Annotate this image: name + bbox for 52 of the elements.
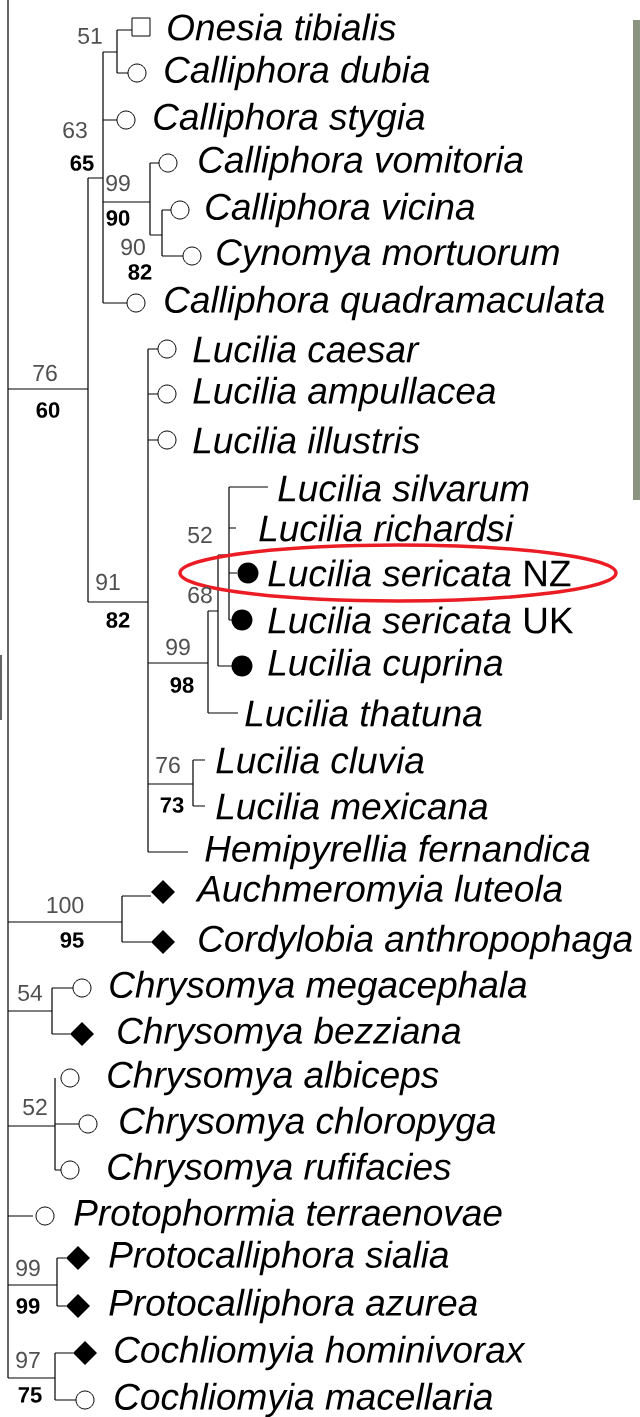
support-value: 90 [121, 238, 145, 256]
support-value: 100 [47, 896, 84, 914]
taxon-label: Cynomya mortuorum [217, 239, 559, 273]
support-value: 82 [128, 264, 152, 280]
taxon-label: Chrysomya albiceps [108, 1060, 439, 1096]
support-value: 99 [16, 1259, 40, 1277]
taxon-label: Chrysomya megacephala [110, 970, 527, 1006]
taxon-label: Onesia tibialis [168, 13, 396, 41]
taxon-label: Lucilia silvarum [278, 474, 529, 502]
taxon-label: Chrysomya bezziana [118, 1016, 461, 1052]
support-value: 54 [18, 985, 43, 1002]
taxon-label: Lucilia caesar [193, 335, 420, 363]
taxon-label: Protophormia terraenovae [74, 1198, 502, 1234]
taxon-label: Lucilia mexicana [216, 792, 488, 820]
support-value: 75 [18, 1387, 42, 1403]
taxon-label: Calliphora dubia [165, 55, 430, 91]
taxon-label: Cochliomyia macellaria [115, 1382, 493, 1417]
taxon-label: Calliphora quadramaculata [165, 285, 604, 321]
taxon-label: Lucilia cuprina [268, 648, 503, 684]
support-value: 99 [106, 174, 130, 192]
taxon-label: Auchmeromyia luteola [195, 874, 562, 910]
support-value: 68 [188, 586, 212, 604]
support-value: 82 [106, 612, 130, 628]
support-value: 51 [78, 28, 102, 45]
taxon-label: Calliphora stygia [154, 102, 425, 138]
taxon-label: Chrysomya chloropyga [120, 1106, 496, 1142]
taxon-label: Protocalliphora sialia [109, 1240, 449, 1276]
support-value: 98 [170, 677, 194, 693]
taxon-label: Cochliomyia hominivorax [115, 1335, 526, 1371]
taxon-label: Hemipyrellia fernandica [205, 834, 590, 870]
taxon-label: Calliphora vicina [206, 192, 475, 228]
support-value: 63 [63, 121, 87, 139]
taxon-label: Lucilia thatuna [245, 699, 482, 727]
support-value: 91 [96, 573, 120, 591]
support-value: 76 [33, 364, 57, 382]
taxon-label: Chrysomya rufifacies [108, 1152, 451, 1188]
support-value: 52 [23, 1098, 47, 1116]
taxon-label: Lucilia illustris [193, 426, 420, 454]
support-value: 65 [70, 155, 94, 171]
support-value: 73 [160, 797, 184, 813]
support-value: 99 [166, 638, 190, 656]
support-value: 90 [106, 210, 130, 226]
support-value: 76 [156, 756, 180, 774]
support-value: 95 [60, 932, 84, 948]
support-value: 97 [16, 1351, 40, 1369]
support-value: 99 [16, 1298, 40, 1314]
taxon-label: Cordylobia anthropophaga [199, 924, 632, 960]
taxon-label: Lucilia ampullacea [193, 376, 496, 412]
support-value: 60 [36, 402, 60, 418]
taxon-label: Protocalliphora azurea [109, 1288, 478, 1324]
taxon-label: Calliphora vomitoria [199, 145, 523, 181]
taxon-label: Lucilia cluvia [216, 746, 424, 774]
